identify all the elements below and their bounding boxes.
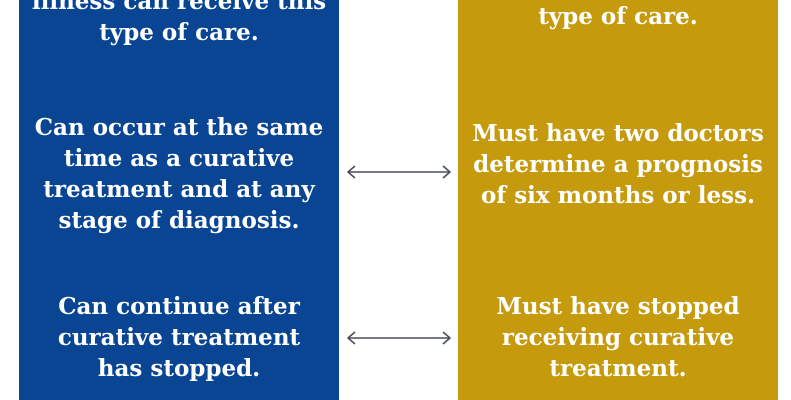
text-line: illness can receive this bbox=[31, 0, 327, 15]
text-line: receiving curative bbox=[501, 324, 735, 351]
right-block-3: Must have stopped receiving curative tre… bbox=[458, 291, 778, 384]
text-line: has stopped. bbox=[97, 355, 261, 382]
text-line: Must have two doctors bbox=[472, 120, 764, 147]
text-line: type of care. bbox=[538, 3, 698, 30]
left-block-3: Can continue after curative treatment ha… bbox=[19, 291, 339, 384]
right-block-2: Must have two doctors determine a progno… bbox=[458, 118, 778, 211]
right-panel: type of care. Must have two doctors dete… bbox=[458, 0, 778, 400]
text-line: Must have stopped bbox=[496, 293, 740, 320]
text-line: determine a prognosis bbox=[473, 151, 763, 178]
right-block-1: type of care. bbox=[458, 1, 778, 32]
text-line: Can continue after bbox=[58, 293, 300, 320]
double-arrow-icon bbox=[347, 165, 451, 179]
text-line: treatment and at any bbox=[43, 176, 315, 203]
double-arrow-icon bbox=[347, 331, 451, 345]
left-block-2: Can occur at the same time as a curative… bbox=[19, 112, 339, 236]
text-line: treatment. bbox=[549, 355, 687, 382]
text-line: curative treatment bbox=[57, 324, 301, 351]
text-line: stage of diagnosis. bbox=[58, 207, 300, 234]
text-line: of six months or less. bbox=[480, 182, 756, 209]
left-block-1: illness can receive this type of care. bbox=[19, 0, 339, 48]
text-line: Can occur at the same bbox=[34, 114, 324, 141]
text-line: type of care. bbox=[99, 19, 259, 46]
left-panel: illness can receive this type of care. C… bbox=[19, 0, 339, 400]
text-line: time as a curative bbox=[63, 145, 295, 172]
